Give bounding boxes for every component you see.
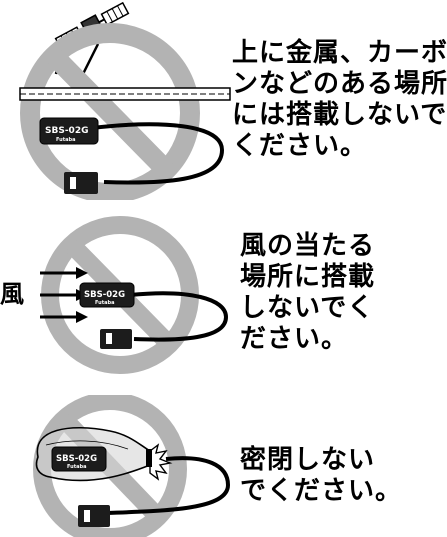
device-model-label: SBS-02G xyxy=(84,290,125,300)
caption-line: 上に金属、カーボ xyxy=(232,38,447,68)
prohibition-icon xyxy=(20,23,200,200)
warning-wind-panel: SBS-02G Futaba 風 風の当たる 場所に搭載 しないでく ださい。 xyxy=(0,215,447,385)
device-brand-label: Futaba xyxy=(67,464,86,470)
warning-sealed-caption: 密閉しない でください。 xyxy=(240,445,402,507)
warning-metal-carbon-caption: 上に金属、カーボ ンなどのある場所 には搭載しないで ください。 xyxy=(232,38,447,162)
warning-wind-caption: 風の当たる 場所に搭載 しないでく ださい。 xyxy=(240,231,375,355)
caption-line: ンなどのある場所 xyxy=(232,69,447,99)
caption-line: しないでく xyxy=(240,293,375,323)
warning-metal-carbon-panel: SBS-02G Futaba 上に金属、カーボ ンなどのある場所 には搭載しない… xyxy=(0,0,447,200)
telemetry-sensor-device: SBS-02G Futaba xyxy=(79,282,135,308)
wind-illustration: SBS-02G Futaba xyxy=(40,216,229,374)
servo-connector xyxy=(100,329,132,349)
device-model-label: SBS-02G xyxy=(56,454,97,464)
sensor-cable xyxy=(91,122,225,185)
caption-line: ください。 xyxy=(232,131,368,161)
caption-line: 密閉しない xyxy=(240,445,376,475)
telemetry-sensor-device: SBS-02G Futaba xyxy=(39,117,99,145)
wind-arrows-icon xyxy=(40,267,88,323)
sensor-cable xyxy=(103,456,231,515)
metal-carbon-illustration: SBS-02G Futaba xyxy=(19,1,231,200)
sealed-bag-illustration: SBS-02G Futaba xyxy=(33,395,231,537)
device-model-label: SBS-02G xyxy=(45,126,88,136)
sensor-cable xyxy=(129,291,229,342)
caption-line: ださい。 xyxy=(240,324,349,354)
device-brand-label: Futaba xyxy=(95,300,114,306)
wind-label: 風 xyxy=(0,280,25,308)
telemetry-sensor-device: SBS-02G Futaba xyxy=(51,446,107,472)
servo-connector xyxy=(64,172,98,194)
device-brand-label: Futaba xyxy=(56,137,75,143)
caption-line: には搭載しないで xyxy=(232,100,447,130)
servo-connector xyxy=(78,505,110,527)
warning-sealed-panel: SBS-02G Futaba 密閉しない でください。 xyxy=(0,395,447,537)
metal-carbon-plate xyxy=(19,87,231,101)
caption-line: でください。 xyxy=(240,476,403,506)
caption-line: 場所に搭載 xyxy=(240,262,376,292)
caption-line: 風の当たる xyxy=(240,231,376,261)
